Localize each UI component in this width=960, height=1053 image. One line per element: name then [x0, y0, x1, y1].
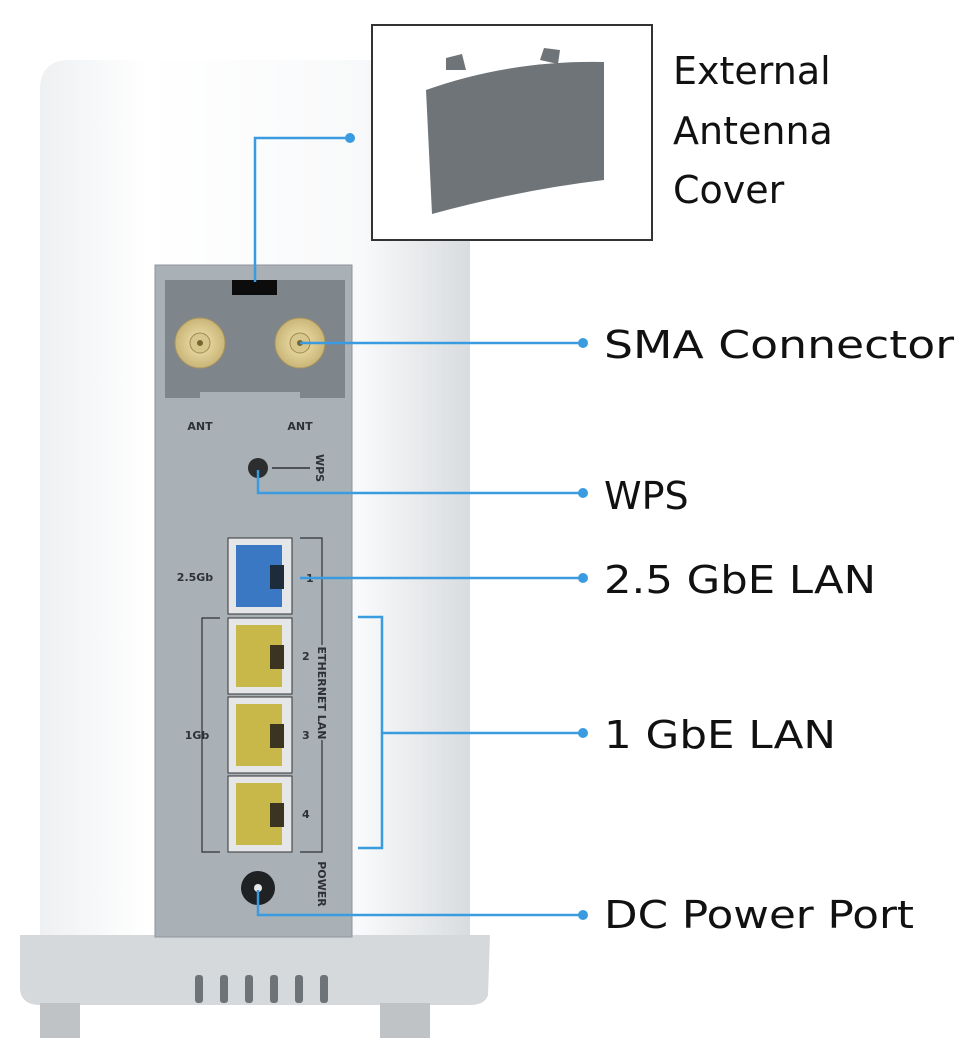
ant-left-label: ANT	[187, 420, 213, 433]
leader-lan1	[358, 615, 583, 850]
port-number-3: 3	[302, 729, 310, 742]
lan-port-4	[227, 775, 293, 853]
port-number-2: 2	[302, 650, 310, 663]
power-panel-label: POWER	[315, 861, 328, 907]
bracket-1gb	[201, 617, 220, 853]
leader-power	[256, 890, 583, 917]
dc-power-jack	[241, 871, 275, 905]
leader-antenna-cover	[253, 136, 350, 282]
bracket-ethernet	[300, 537, 323, 853]
lan-port-1	[227, 537, 293, 615]
wps-button	[248, 458, 268, 478]
speed-25-label: 2.5Gb	[177, 571, 214, 584]
wps-panel-label: WPS	[313, 454, 326, 482]
callout-lan25: 2.5 GbE LAN	[604, 558, 876, 602]
callout-sma: SMA Connector	[604, 323, 954, 367]
vents	[195, 975, 328, 1003]
foot-left	[40, 1003, 80, 1038]
callout-antenna-cover-3: Cover	[673, 168, 785, 212]
ant-right-label: ANT	[287, 420, 313, 433]
lan-port-3	[227, 696, 293, 774]
callout-wps: WPS	[604, 474, 689, 518]
lan-port-2	[227, 617, 293, 695]
antenna-cover-slot	[232, 280, 277, 295]
callout-antenna-cover-1: External	[673, 49, 831, 93]
speed-1-label: 1Gb	[185, 729, 210, 742]
port-number-4: 4	[302, 808, 310, 821]
antenna-cover-image	[426, 48, 604, 214]
callout-antenna-cover-2: Antenna	[673, 109, 833, 153]
callout-power: DC Power Port	[604, 893, 914, 937]
leader-wps	[256, 470, 583, 495]
router-base	[20, 935, 490, 1005]
callout-lan1: 1 GbE LAN	[604, 713, 836, 757]
foot-right	[380, 1003, 430, 1038]
ethernet-lan-label: ETHERNET LAN	[315, 647, 328, 740]
sma-connector-left	[174, 317, 226, 369]
